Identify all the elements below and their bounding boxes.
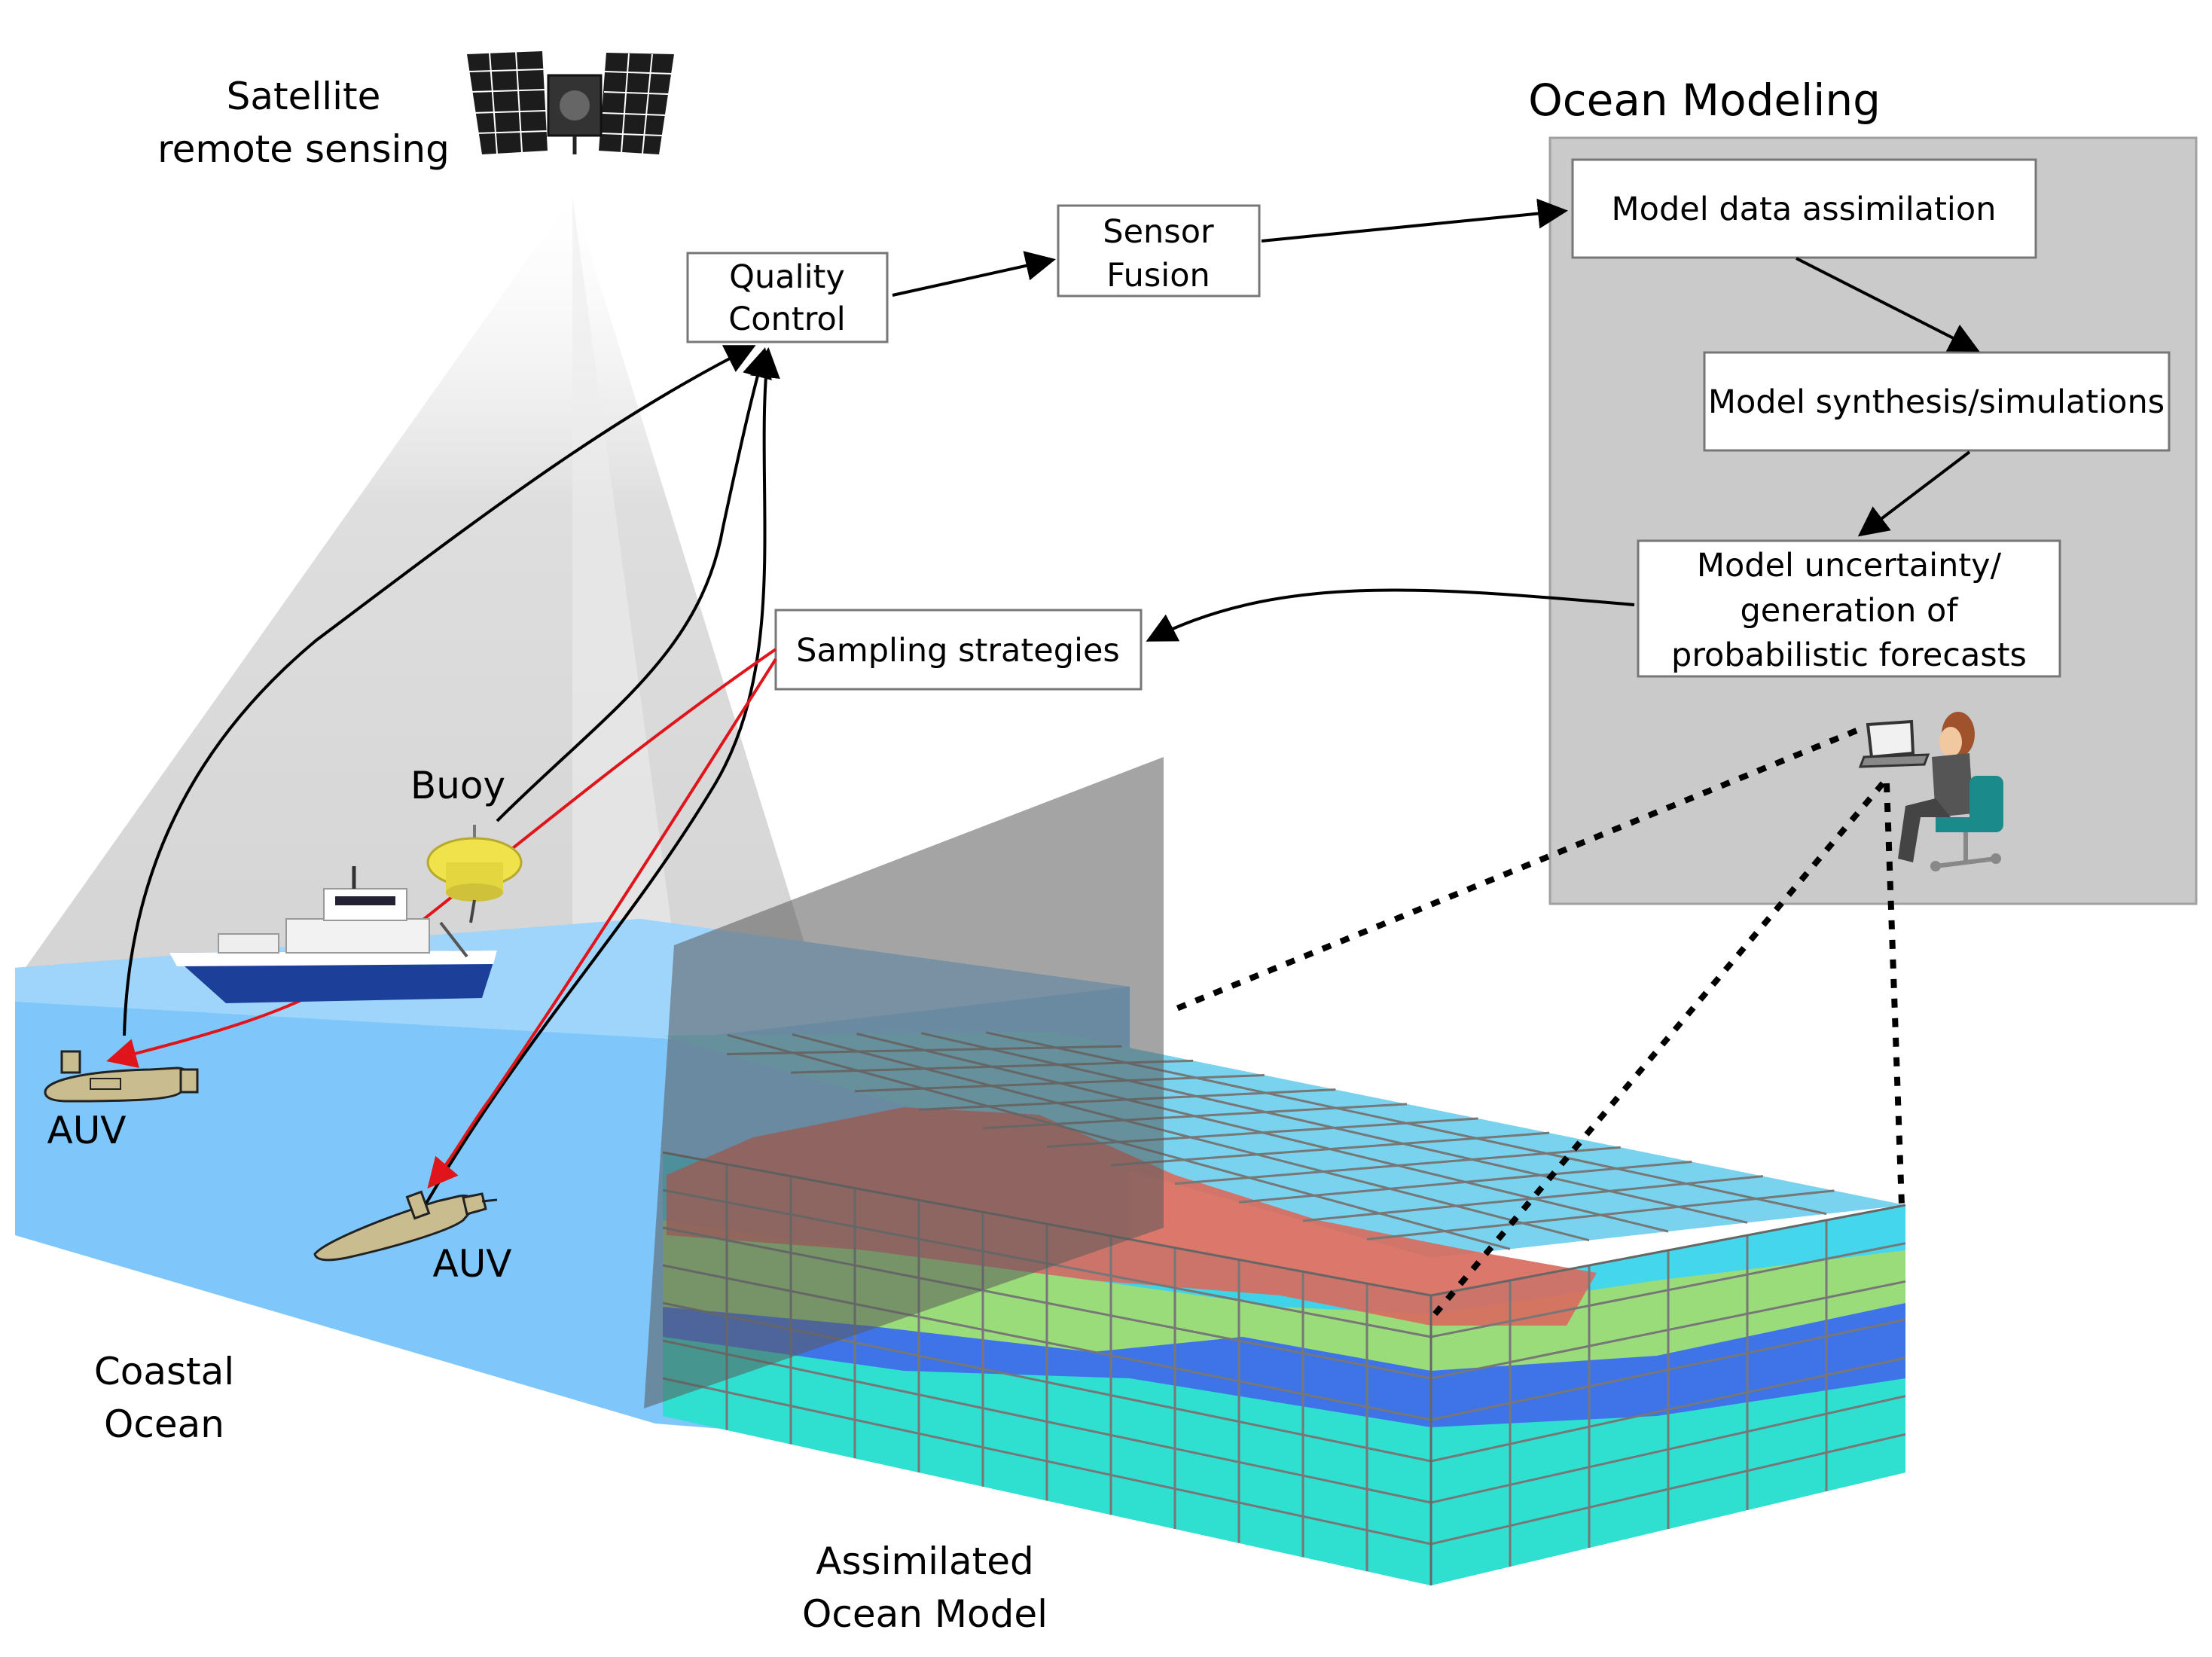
auv-1-label: AUV (47, 1109, 126, 1152)
model-grid-line (1430, 1318, 1906, 1421)
quality-control-line1: Quality (729, 258, 845, 296)
model-grid-line (1430, 1395, 1906, 1504)
section-plane (644, 757, 1164, 1408)
model-uncertainty-line1: Model uncertainty/ (1697, 547, 2002, 584)
model-grid-line (1430, 1356, 1906, 1463)
satellite-icon (467, 51, 674, 154)
satellite-label-line1: Satellite (227, 75, 381, 118)
satellite-label-line2: remote sensing (157, 127, 450, 171)
model-grid-line (1430, 1280, 1906, 1380)
satellite-sensing-cone (23, 196, 813, 979)
model-grid-line (1430, 1242, 1906, 1338)
model-grid-line (662, 1377, 1432, 1546)
auv-2-icon (313, 1190, 498, 1262)
auv-2-label: AUV (432, 1242, 511, 1286)
model-synthesis-label: Model synthesis/simulations (1708, 383, 2165, 421)
coastal-ocean-label-line1: Coastal (94, 1350, 234, 1393)
model-grid-line (1430, 1433, 1906, 1546)
box-model-data-assimilation: Model data assimilation (1571, 158, 2037, 259)
assimilated-model-label-line1: Assimilated (816, 1540, 1033, 1583)
sampling-strategies-label: Sampling strategies (796, 632, 1120, 670)
coastal-ocean-label-line2: Ocean (104, 1402, 224, 1446)
model-uncertainty-line2: generation of (1741, 592, 1959, 630)
model-grid-line (662, 1339, 1432, 1504)
ocean-modeling-title: Ocean Modeling (1528, 75, 1881, 126)
projection-lines (1173, 728, 1905, 1317)
model-data-assimilation-label: Model data assimilation (1612, 191, 1997, 228)
data-flow-arrows (123, 198, 1980, 1225)
sensor-fusion-line1: Sensor (1103, 213, 1214, 251)
model-uncertainty-line3: probabilistic forecasts (1671, 636, 2027, 674)
box-model-synthesis: Model synthesis/simulations (1703, 351, 2171, 452)
box-sampling-strategies: Sampling strategies (774, 609, 1143, 691)
analyst-at-laptop-icon (1858, 712, 2003, 871)
layer-blue (663, 1295, 1905, 1427)
quality-control-line2: Control (728, 301, 845, 338)
assimilated-model-label-line2: Ocean Model (802, 1592, 1048, 1636)
box-quality-control: Quality Control (686, 252, 889, 343)
buoy-label: Buoy (410, 764, 505, 807)
layer-teal (663, 1333, 1905, 1585)
ship-icon (169, 866, 497, 1003)
box-model-uncertainty: Model uncertainty/ generation of probabi… (1637, 539, 2061, 678)
sensor-fusion-line2: Fusion (1106, 257, 1210, 294)
buoy-icon (426, 825, 523, 923)
auv-1-icon (44, 1050, 199, 1103)
layer-green (663, 1220, 1905, 1371)
box-sensor-fusion: Sensor Fusion (1057, 204, 1261, 298)
